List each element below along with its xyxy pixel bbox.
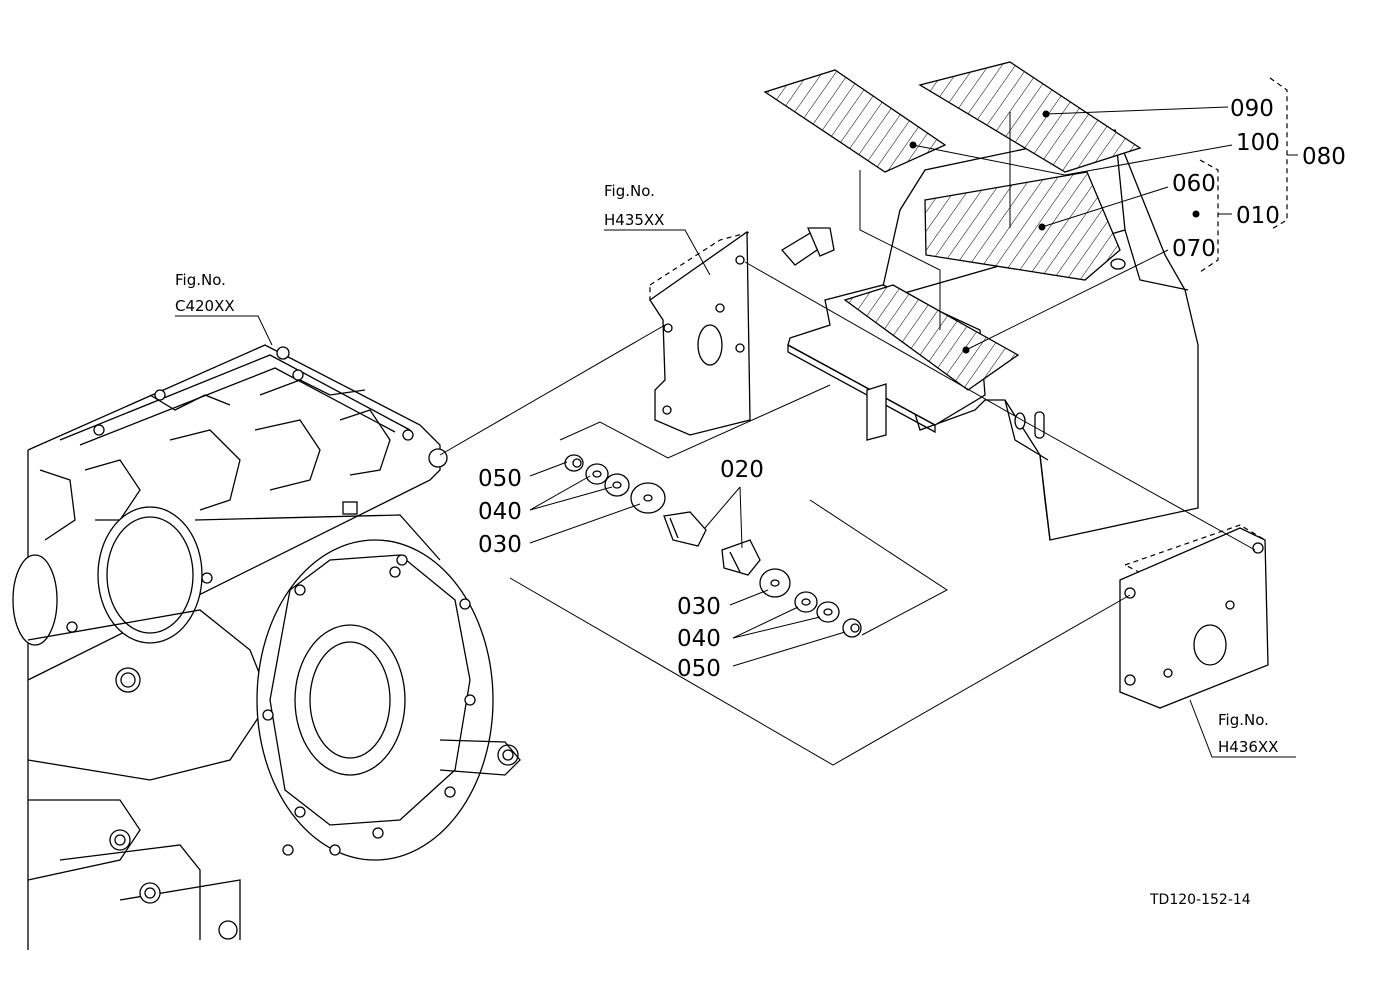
drawing-code: TD120-152-14 bbox=[1149, 892, 1251, 908]
callout-050-right: 050 bbox=[677, 656, 721, 682]
fig-ref-c420-code: C420XX bbox=[175, 297, 235, 315]
callout-040-right: 040 bbox=[677, 626, 721, 652]
callout-020: 020 bbox=[720, 457, 764, 483]
label-100 bbox=[763, 69, 947, 173]
callout-060: 060 bbox=[1172, 171, 1216, 197]
callout-090: 090 bbox=[1230, 96, 1274, 122]
callout-030-left: 030 bbox=[478, 532, 522, 558]
callout-050-left: 050 bbox=[478, 466, 522, 492]
hardware-left bbox=[564, 454, 707, 547]
callout-010: 010 bbox=[1236, 203, 1280, 229]
callout-040-left: 040 bbox=[478, 499, 522, 525]
leader-lines bbox=[175, 106, 1296, 758]
fig-ref-h435-label: Fig.No. bbox=[604, 182, 655, 200]
guide-lines bbox=[439, 170, 1256, 766]
bracket-h435 bbox=[649, 230, 751, 436]
fender-assembly bbox=[763, 61, 1199, 541]
label-090 bbox=[918, 61, 1142, 173]
fig-ref-c420-label: Fig.No. bbox=[175, 271, 226, 289]
bracket-h436 bbox=[1119, 524, 1269, 709]
transmission-case bbox=[12, 344, 521, 950]
label-070 bbox=[843, 284, 1020, 391]
label-060 bbox=[924, 171, 1121, 281]
bolt-upper bbox=[781, 227, 835, 266]
callout-080: 080 bbox=[1302, 144, 1346, 170]
callout-070: 070 bbox=[1172, 236, 1216, 262]
fig-ref-h436-code: H436XX bbox=[1218, 738, 1278, 756]
fig-ref-h436-label: Fig.No. bbox=[1218, 711, 1269, 729]
callout-100: 100 bbox=[1236, 130, 1280, 156]
hardware-right bbox=[721, 539, 862, 638]
fig-ref-h435-code: H435XX bbox=[604, 211, 664, 229]
group-brackets bbox=[1199, 77, 1298, 273]
callout-030-right: 030 bbox=[677, 594, 721, 620]
